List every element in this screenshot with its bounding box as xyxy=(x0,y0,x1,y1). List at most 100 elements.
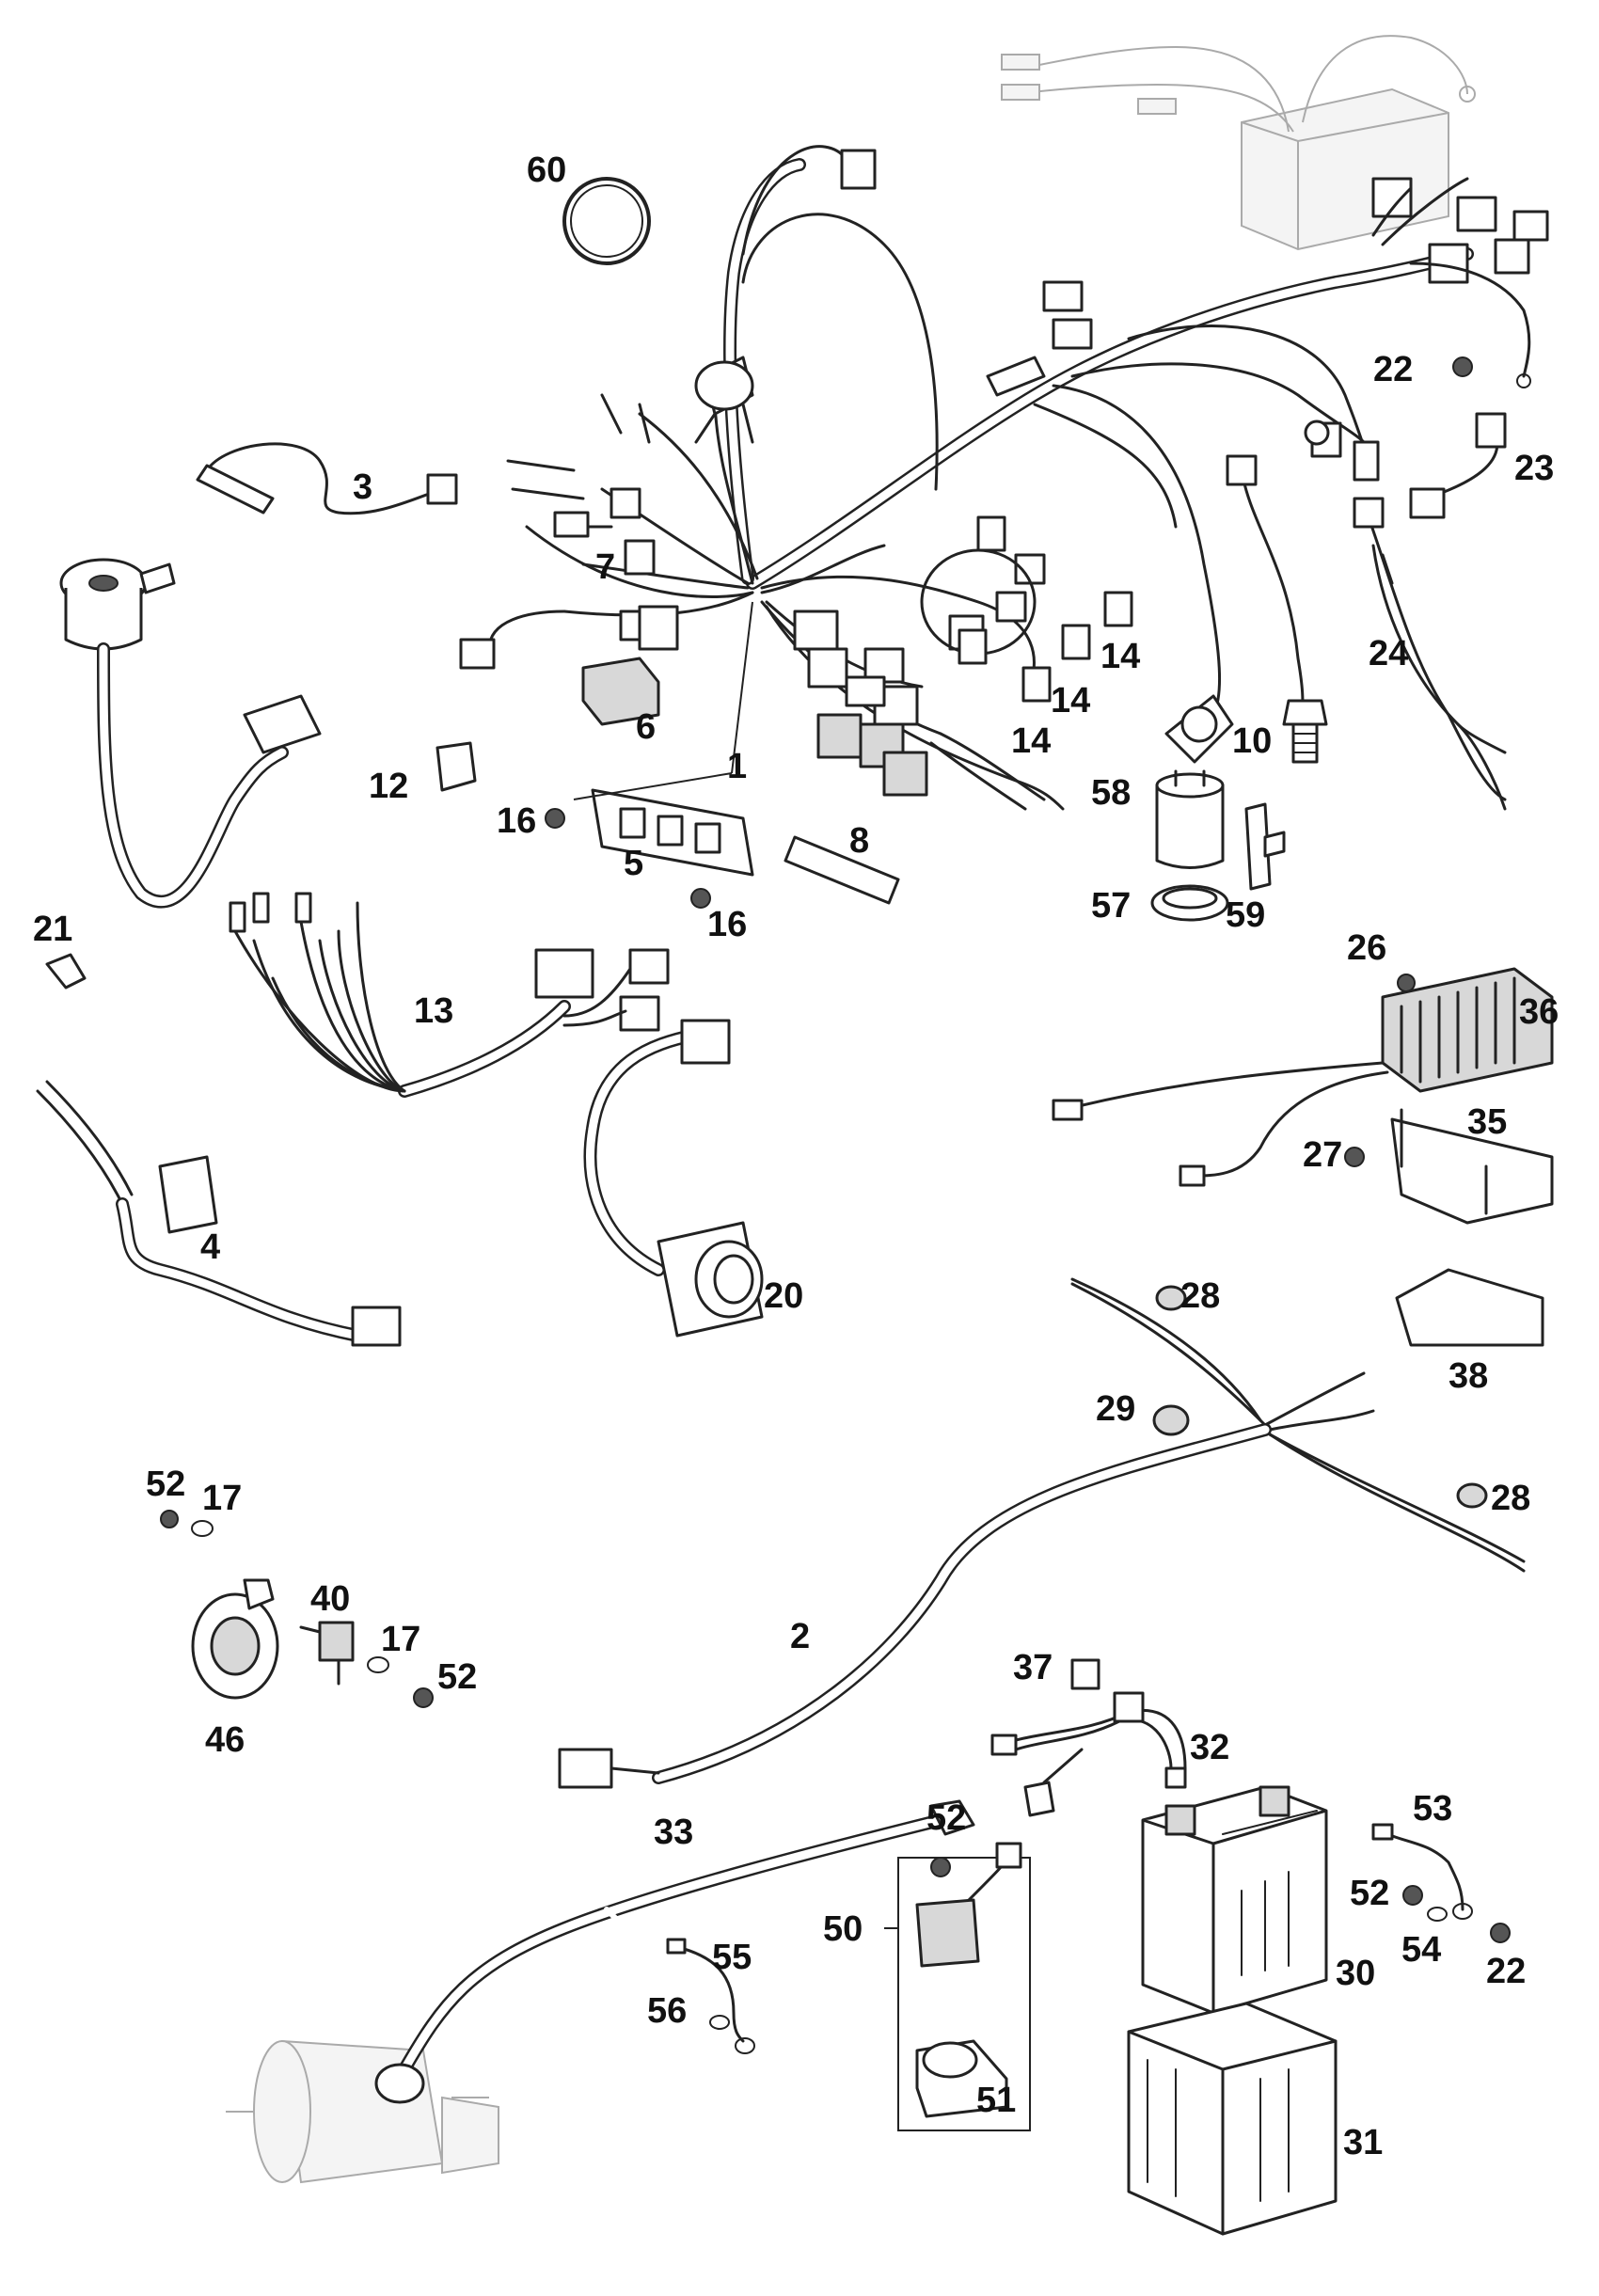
screw-22b-part xyxy=(1490,1923,1511,1943)
callout-12: 12 xyxy=(369,767,408,806)
grommet-28b-part xyxy=(1456,1482,1488,1509)
callout-16b: 16 xyxy=(707,905,747,944)
callout-40: 40 xyxy=(310,1579,350,1619)
callout-52c: 52 xyxy=(926,1798,966,1838)
fuse-14-parts xyxy=(958,515,1133,703)
callout-16a: 16 xyxy=(497,801,536,841)
callout-5: 5 xyxy=(624,844,643,883)
callout-20: 20 xyxy=(764,1276,803,1316)
callout-52a: 52 xyxy=(146,1465,185,1504)
callout-30: 30 xyxy=(1336,1954,1375,1993)
washer-56-part xyxy=(709,2015,730,2030)
callout-58: 58 xyxy=(1091,773,1131,813)
bracket-35-part xyxy=(1390,1108,1554,1225)
nut-52c-part xyxy=(930,1857,951,1877)
handlebar-harness-13-part xyxy=(229,892,670,1098)
starter-motor-part xyxy=(226,2039,499,2184)
callout-29: 29 xyxy=(1096,1389,1135,1429)
grommet-28a-part xyxy=(1155,1285,1187,1311)
callout-3: 3 xyxy=(353,467,372,507)
callout-23: 23 xyxy=(1514,449,1554,488)
fuse-37-part xyxy=(1070,1658,1100,1690)
callout-52d: 52 xyxy=(1350,1874,1389,1913)
callout-4: 4 xyxy=(200,1227,220,1267)
horn-46-part xyxy=(191,1578,279,1700)
callout-33: 33 xyxy=(654,1813,693,1852)
screw-27-part xyxy=(1344,1147,1365,1167)
callout-22a: 22 xyxy=(1373,350,1413,389)
callout-14a: 14 xyxy=(1100,637,1140,676)
callout-26: 26 xyxy=(1347,928,1386,968)
callout-24: 24 xyxy=(1369,634,1408,673)
harness-wire-ends xyxy=(459,393,679,670)
relay-6-part xyxy=(581,657,660,726)
callout-28a: 28 xyxy=(1180,1276,1220,1316)
callout-27: 27 xyxy=(1303,1135,1342,1175)
callout-28b: 28 xyxy=(1491,1479,1530,1518)
callout-8: 8 xyxy=(849,821,869,861)
clamp-band-part xyxy=(562,177,651,265)
callout-2: 2 xyxy=(790,1617,810,1656)
nut-26-part xyxy=(1397,974,1416,992)
grommet-29-part xyxy=(1152,1404,1190,1436)
leader-lines xyxy=(573,601,753,800)
callout-22b: 22 xyxy=(1486,1952,1526,1991)
callout-17b: 17 xyxy=(381,1620,420,1659)
callout-60: 60 xyxy=(527,150,566,190)
starter-cable-33-part xyxy=(374,1799,975,2104)
screw-16-parts xyxy=(545,808,711,909)
callout-1: 1 xyxy=(727,747,747,786)
nut-52b-part xyxy=(413,1687,434,1708)
ring-57-part xyxy=(1150,884,1229,922)
washer-17b-part xyxy=(367,1656,389,1673)
callout-13: 13 xyxy=(414,991,453,1031)
callout-labels: 60 3 7 6 1 12 16 5 16 8 14 14 14 10 58 5… xyxy=(33,150,1559,2162)
washer-17a-part xyxy=(191,1520,214,1537)
bulb-21-part xyxy=(45,953,87,990)
callout-35: 35 xyxy=(1467,1102,1507,1142)
relay-12-part xyxy=(435,741,477,792)
ignition-pickup-part xyxy=(59,558,322,909)
cable-4-part xyxy=(36,1080,402,1347)
callout-36: 36 xyxy=(1519,992,1559,1032)
clip-59-part xyxy=(1244,802,1286,891)
starter-relay-box-50 xyxy=(884,1842,1031,2131)
cable-32-part xyxy=(990,1691,1187,1817)
fuse-bracket-plate-part xyxy=(591,788,754,877)
nut-52a-part xyxy=(160,1510,179,1528)
temp-sensor-10-part xyxy=(1226,454,1328,764)
callout-51: 51 xyxy=(976,2081,1016,2120)
callout-54: 54 xyxy=(1401,1930,1441,1970)
connector-7-part xyxy=(624,539,656,576)
callout-14b: 14 xyxy=(1051,681,1090,720)
callout-14c: 14 xyxy=(1011,721,1051,761)
plate-38-part xyxy=(1395,1268,1544,1347)
regulator-36-part xyxy=(1052,967,1554,1187)
callout-50: 50 xyxy=(823,1909,863,1949)
callout-57: 57 xyxy=(1091,886,1131,926)
cable-23-part xyxy=(1409,412,1507,519)
callout-52b: 52 xyxy=(437,1657,477,1697)
washer-54-part xyxy=(1427,1907,1448,1922)
callout-38: 38 xyxy=(1449,1356,1488,1396)
callout-32: 32 xyxy=(1190,1728,1229,1767)
sensor-cable-part xyxy=(196,442,458,515)
battery-30-part xyxy=(1141,1785,1328,2015)
callout-37: 37 xyxy=(1013,1648,1053,1687)
callout-10: 10 xyxy=(1232,721,1272,761)
main-cable-2-part xyxy=(558,1277,1526,1789)
handlebar-switch-20-part xyxy=(583,1019,764,1338)
callout-17a: 17 xyxy=(202,1479,242,1518)
callout-6: 6 xyxy=(636,707,656,747)
sleeve-8-part xyxy=(784,835,900,905)
callout-31: 31 xyxy=(1343,2123,1383,2162)
callout-56: 56 xyxy=(647,1991,687,2031)
callout-46: 46 xyxy=(205,1720,245,1760)
cable-55-part xyxy=(666,1938,755,2054)
callout-53: 53 xyxy=(1413,1789,1452,1829)
main-wiring-harness-part xyxy=(525,145,1549,811)
battery-box-31-part xyxy=(1127,2002,1338,2236)
capacitor-58-part xyxy=(1155,769,1225,869)
wire-harness-24-part xyxy=(1353,497,1507,811)
